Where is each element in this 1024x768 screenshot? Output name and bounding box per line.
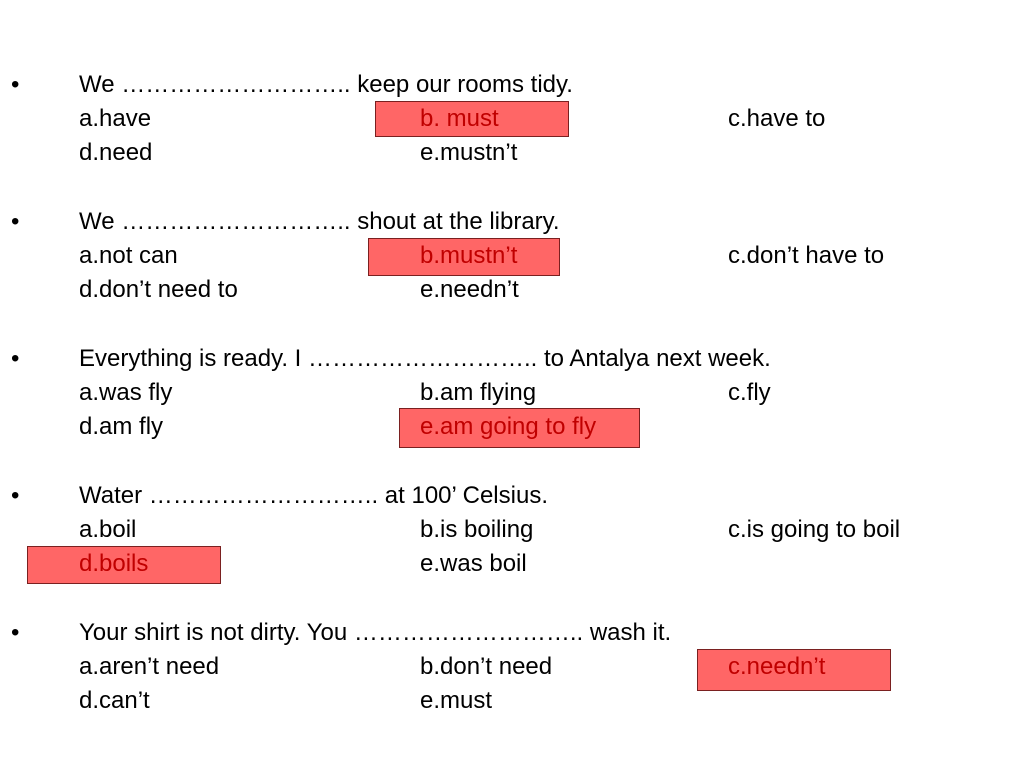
question-5: • Your shirt is not dirty. You ………………………… bbox=[0, 616, 1024, 718]
option-b[interactable]: b.am flying bbox=[420, 379, 537, 406]
options-row-1: a.boil b.is boiling c.is going to boil bbox=[0, 513, 1024, 547]
bullet: • bbox=[11, 482, 20, 509]
question-stem: Everything is ready. I ……………………….. to An… bbox=[79, 345, 771, 372]
options-row-2: d.don’t need to e.needn’t bbox=[0, 273, 1024, 307]
options-row-1: a.aren’t need b.don’t need c.needn’t bbox=[0, 649, 1024, 691]
question-3: • Everything is ready. I ……………………….. to … bbox=[0, 342, 1024, 448]
answer-highlight bbox=[27, 546, 221, 584]
option-d[interactable]: d.am fly bbox=[79, 413, 164, 440]
bullet: • bbox=[11, 71, 20, 98]
options-row-2: d.can’t e.must bbox=[0, 684, 1024, 718]
question-stem-line: • We ……………………….. keep our rooms tidy. bbox=[0, 68, 1024, 102]
option-c[interactable]: c.don’t have to bbox=[728, 242, 885, 269]
question-stem: We ……………………….. keep our rooms tidy. bbox=[79, 71, 573, 98]
option-c[interactable]: c.have to bbox=[728, 105, 826, 132]
options-row-2: d.need e.mustn’t bbox=[0, 136, 1024, 170]
option-e[interactable]: e.needn’t bbox=[420, 276, 519, 303]
option-d[interactable]: d.don’t need to bbox=[79, 276, 238, 303]
option-c-correct[interactable]: c.needn’t bbox=[728, 653, 826, 680]
option-d-correct[interactable]: d.boils bbox=[79, 550, 149, 577]
option-e[interactable]: e.mustn’t bbox=[420, 139, 518, 166]
option-b[interactable]: b.is boiling bbox=[420, 516, 534, 543]
question-1: • We ……………………….. keep our rooms tidy. a.… bbox=[0, 68, 1024, 170]
answer-highlight bbox=[368, 238, 560, 276]
answer-highlight bbox=[697, 649, 891, 691]
bullet: • bbox=[11, 619, 20, 646]
question-stem-line: • We ……………………….. shout at the library. bbox=[0, 205, 1024, 239]
bullet: • bbox=[11, 345, 20, 372]
question-4: • Water ……………………….. at 100’ Celsius. a.b… bbox=[0, 479, 1024, 584]
option-a[interactable]: a.aren’t need bbox=[79, 653, 220, 680]
question-2: • We ……………………….. shout at the library. a… bbox=[0, 205, 1024, 307]
question-stem-line: • Water ……………………….. at 100’ Celsius. bbox=[0, 479, 1024, 513]
bullet: • bbox=[11, 208, 20, 235]
option-b-correct[interactable]: b.mustn’t bbox=[420, 242, 518, 269]
options-row-1: a.have b. must c.have to bbox=[0, 101, 1024, 137]
question-stem-line: • Everything is ready. I ……………………….. to … bbox=[0, 342, 1024, 376]
option-c[interactable]: c.is going to boil bbox=[728, 516, 901, 543]
question-stem-line: • Your shirt is not dirty. You ………………………… bbox=[0, 616, 1024, 650]
option-a[interactable]: a.have bbox=[79, 105, 152, 132]
options-row-2: d.boils e.was boil bbox=[0, 546, 1024, 584]
question-stem: We ……………………….. shout at the library. bbox=[79, 208, 560, 235]
question-stem: Your shirt is not dirty. You ………………………..… bbox=[79, 619, 672, 646]
option-d[interactable]: d.can’t bbox=[79, 687, 150, 714]
option-a[interactable]: a.was fly bbox=[79, 379, 173, 406]
option-b[interactable]: b.don’t need bbox=[420, 653, 553, 680]
option-a[interactable]: a.boil bbox=[79, 516, 137, 543]
options-row-1: a.not can b.mustn’t c.don’t have to bbox=[0, 238, 1024, 276]
option-b-correct[interactable]: b. must bbox=[420, 105, 499, 132]
option-d[interactable]: d.need bbox=[79, 139, 153, 166]
option-e-correct[interactable]: e.am going to fly bbox=[420, 413, 597, 440]
option-c[interactable]: c.fly bbox=[728, 379, 771, 406]
option-e[interactable]: e.must bbox=[420, 687, 493, 714]
option-e[interactable]: e.was boil bbox=[420, 550, 527, 577]
answer-highlight bbox=[375, 101, 569, 137]
answer-highlight bbox=[399, 408, 640, 448]
options-row-1: a.was fly b.am flying c.fly bbox=[0, 376, 1024, 410]
question-stem: Water ……………………….. at 100’ Celsius. bbox=[79, 482, 548, 509]
options-row-2: d.am fly e.am going to fly bbox=[0, 408, 1024, 448]
option-a[interactable]: a.not can bbox=[79, 242, 178, 269]
